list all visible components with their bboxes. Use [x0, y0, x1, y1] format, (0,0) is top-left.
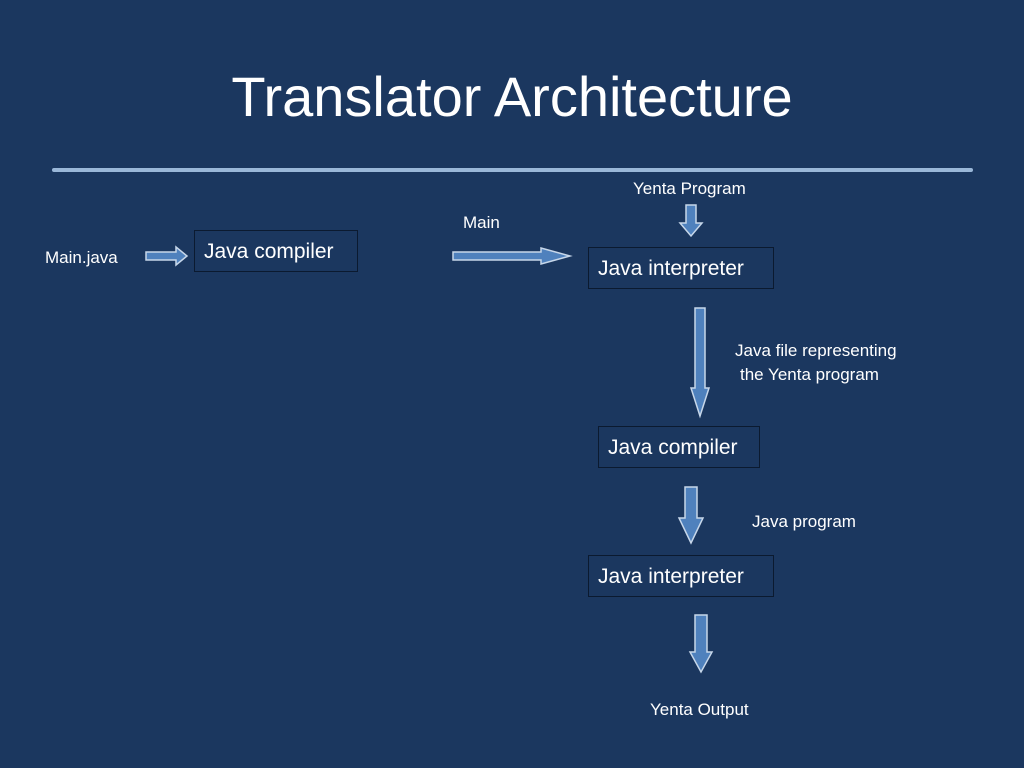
- slide-title: Translator Architecture: [231, 65, 793, 128]
- arrow-interpreter-to-output: [688, 614, 714, 674]
- arrow-main-to-interpreter: [452, 247, 573, 265]
- java-compiler-box-middle: Java compiler: [598, 426, 760, 468]
- java-compiler-box-left: Java compiler: [194, 230, 358, 272]
- arrow-interpreter-to-compiler: [689, 307, 711, 419]
- java-interpreter-box-bottom: Java interpreter: [588, 555, 774, 597]
- arrow-compiler-to-interpreter: [677, 486, 705, 545]
- arrow-mainjava-to-compiler: [145, 245, 189, 267]
- java-file-label-line2: the Yenta program: [740, 365, 879, 384]
- main-java-label: Main.java: [45, 248, 118, 267]
- title-divider: [52, 168, 973, 172]
- java-interpreter-box-top: Java interpreter: [588, 247, 774, 289]
- java-file-label-line1: Java file representing: [735, 341, 897, 360]
- java-program-label: Java program: [752, 512, 856, 531]
- yenta-output-label: Yenta Output: [650, 700, 749, 719]
- yenta-program-label: Yenta Program: [633, 179, 746, 198]
- arrow-yentaprogram-down: [678, 204, 704, 238]
- main-label: Main: [463, 213, 500, 232]
